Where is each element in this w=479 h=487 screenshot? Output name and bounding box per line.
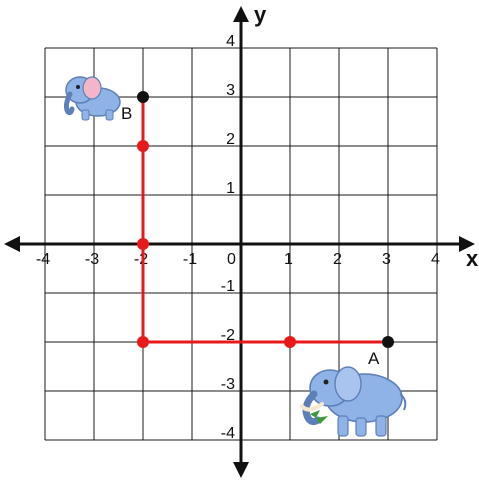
y-tick-label: 1 [226, 180, 235, 197]
path-dot [137, 140, 149, 152]
x-axis-arrow-left [4, 236, 20, 252]
x-tick-label: -3 [85, 251, 99, 268]
point-b-label: B [121, 104, 132, 123]
path-segment [141, 97, 388, 344]
y-axis-arrow-down [233, 462, 249, 478]
axes [4, 6, 475, 478]
y-axis-label: y [254, 2, 267, 27]
tick-labels: -4 -3 -2 -1 0 1 2 3 4 4 3 2 1 -1 -2 -3 -4 [36, 33, 440, 442]
x-tick-label: 1 [284, 251, 293, 268]
y-tick-label: -3 [221, 376, 235, 393]
path-dot [137, 336, 149, 348]
x-axis-arrow-right [459, 236, 475, 252]
y-tick-label: -1 [221, 278, 235, 295]
x-tick-label: 0 [227, 251, 236, 268]
x-tick-label: 4 [431, 251, 440, 268]
y-tick-label: 4 [226, 33, 235, 50]
x-tick-label: -4 [36, 251, 50, 268]
y-tick-label: 2 [226, 131, 235, 148]
point-b-marker [137, 91, 149, 103]
labeled-points: AB [121, 91, 394, 368]
point-a-marker [382, 336, 394, 348]
elephant-small-icon [63, 76, 121, 121]
path-dot [137, 238, 149, 250]
y-tick-label: -2 [221, 327, 235, 344]
y-tick-label: 3 [226, 82, 235, 99]
x-tick-label: -1 [183, 251, 197, 268]
y-axis-arrow-up [233, 6, 249, 22]
point-a-label: A [368, 349, 380, 368]
path-dot [284, 336, 296, 348]
x-tick-label: 2 [333, 251, 342, 268]
elephant-large-icon [300, 366, 407, 437]
route-path [137, 97, 388, 348]
y-tick-label: -4 [221, 425, 235, 442]
x-axis-label: x [466, 246, 479, 271]
x-tick-label: -2 [134, 251, 148, 268]
x-tick-label: 3 [382, 251, 391, 268]
